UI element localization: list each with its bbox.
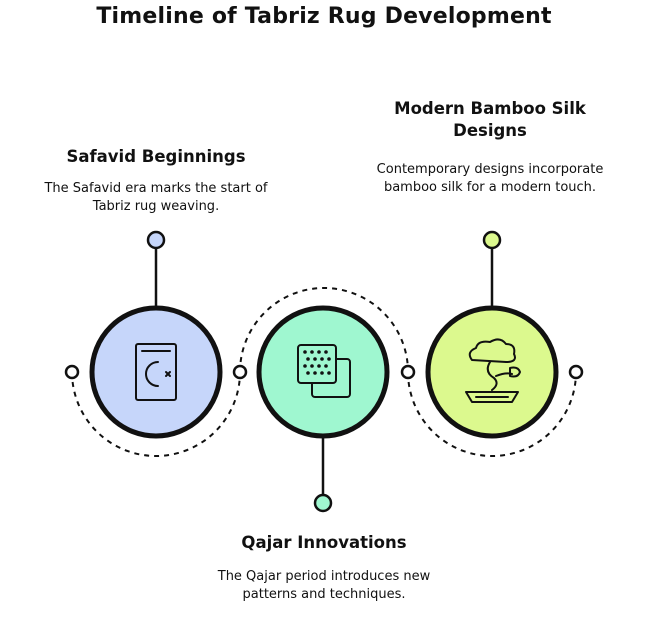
- stage-description-qajar: The Qajar period introduces new patterns…: [217, 569, 431, 602]
- stage-dot-qajar: [313, 493, 333, 513]
- pattern-dots: [303, 350, 331, 375]
- dashed-connectors: [71, 287, 577, 457]
- stage-dot-modern: [482, 230, 502, 250]
- junction-dots: [64, 364, 584, 380]
- stage-title-safavid: Safavid Beginnings: [66, 147, 246, 166]
- stage-node-qajar: [256, 305, 390, 513]
- stage-description-modern: Contemporary designs incorporate bamboo …: [376, 162, 604, 195]
- arc-right-lower: [407, 371, 577, 457]
- stage-node-safavid: [89, 230, 223, 439]
- stems: [154, 249, 494, 494]
- page-title: Timeline of Tabriz Rug Development: [96, 4, 552, 29]
- arc-middle-upper: [239, 287, 409, 373]
- stage-description-safavid: The Safavid era marks the start of Tabri…: [44, 181, 268, 214]
- stage-dot-safavid: [146, 230, 166, 250]
- junction-dot-right: [568, 364, 584, 380]
- arc-left-lower: [71, 371, 241, 457]
- pattern-squares-icon: [297, 344, 351, 398]
- stage-title-modern: Modern Bamboo Silk Designs: [394, 99, 586, 140]
- junction-dot-mid-left: [232, 364, 248, 380]
- stage-node-modern: [425, 230, 559, 439]
- junction-dot-mid-right: [400, 364, 416, 380]
- book-moon-icon: [135, 343, 177, 401]
- junction-dot-left: [64, 364, 80, 380]
- bonsai-icon: [465, 338, 521, 403]
- stage-title-qajar: Qajar Innovations: [241, 533, 407, 552]
